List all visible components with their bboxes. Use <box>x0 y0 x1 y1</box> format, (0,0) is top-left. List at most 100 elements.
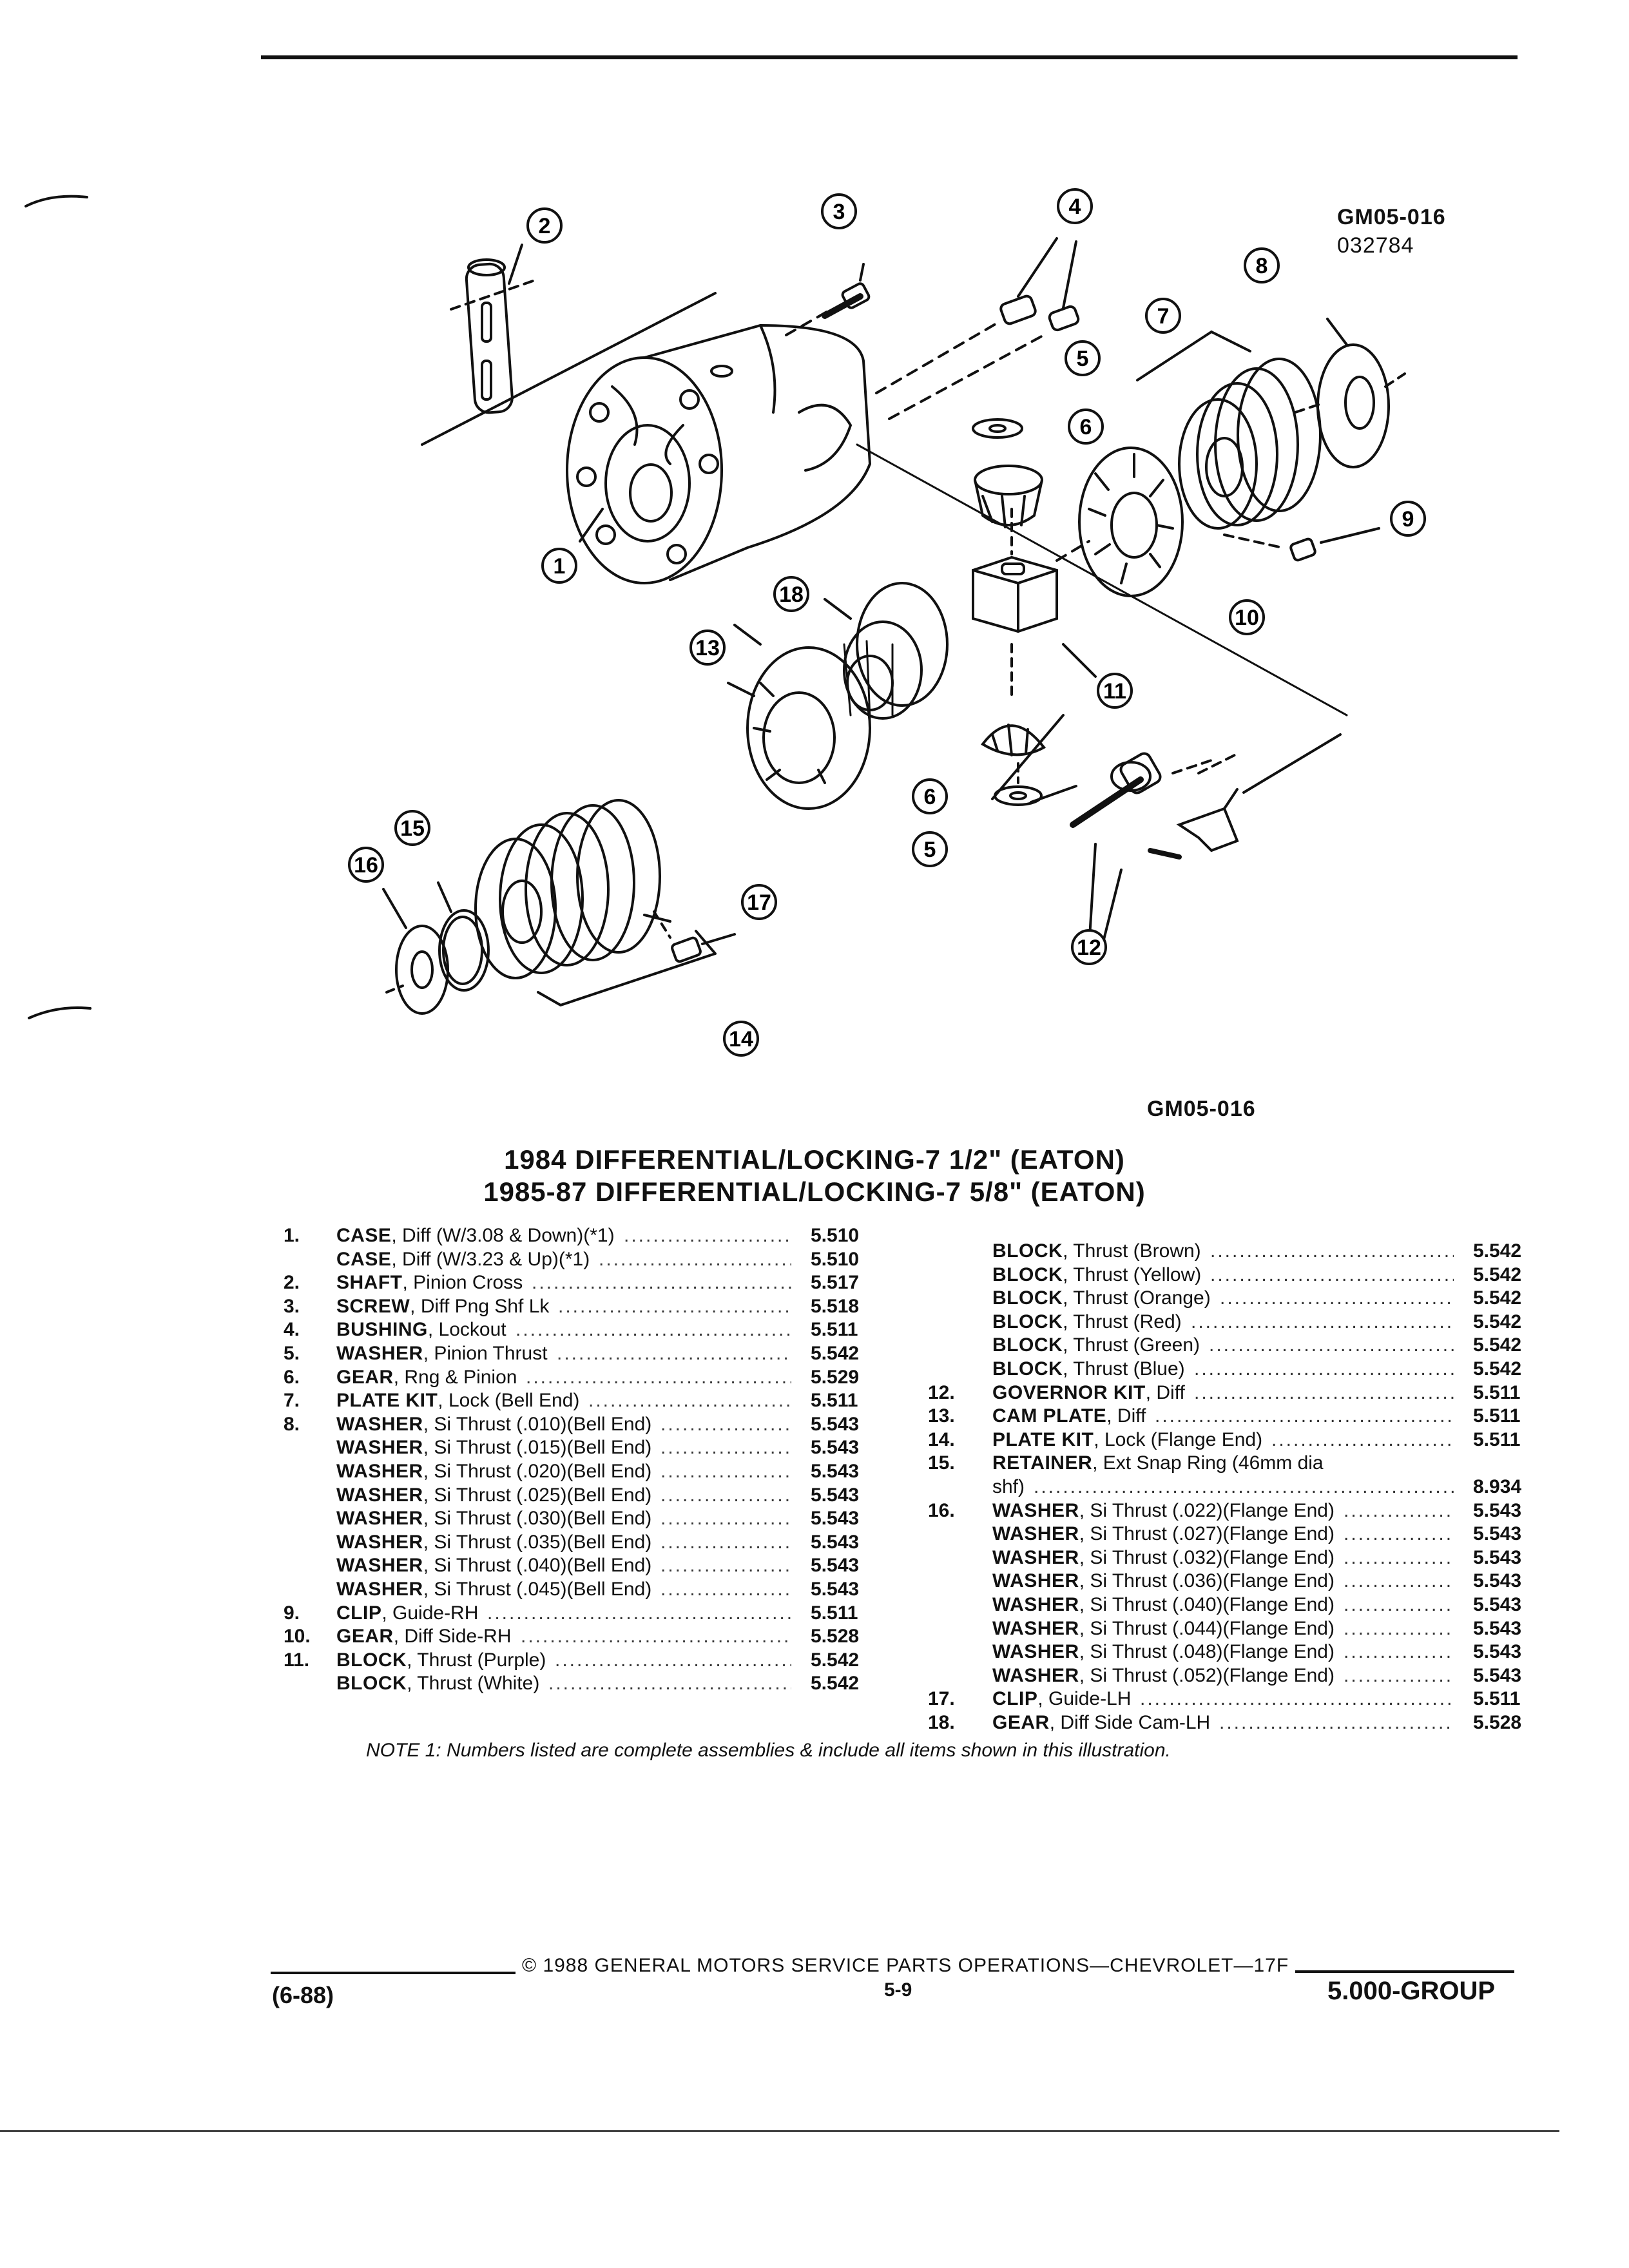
group-number: 5.510 <box>811 1225 860 1246</box>
figure-code-top: GM05-016 <box>1337 205 1446 229</box>
thrust-block <box>972 508 1097 697</box>
leader-dots: ........................................… <box>557 1342 791 1364</box>
svg-text:5: 5 <box>1077 347 1089 371</box>
group-number: 5.511 <box>1473 1405 1521 1427</box>
part-name: CASE <box>336 1248 392 1270</box>
part-number: 16. <box>928 1499 955 1521</box>
part-number: 14. <box>928 1428 955 1450</box>
part-description: WASHER, Si Thrust (.035)(Bell End) <box>336 1531 651 1555</box>
part-row: WASHER, Si Thrust (.040)(Flange End) 5.54… <box>928 1593 1547 1617</box>
part-name: BUSHING <box>336 1319 428 1341</box>
group-number: 5.511 <box>1473 1381 1521 1403</box>
svg-text:15: 15 <box>400 816 425 841</box>
footer-rule-left <box>271 1972 516 1974</box>
part-name: WASHER <box>336 1413 423 1435</box>
part-row: 8.WASHER, Si Thrust (.010)(Bell End)5.54… <box>284 1413 915 1437</box>
svg-text:10: 10 <box>1235 606 1259 630</box>
leader-dots: ........................................… <box>660 1413 791 1435</box>
svg-text:6: 6 <box>1080 415 1092 439</box>
pinion-thrust-washer-upper <box>972 418 1023 439</box>
leader-dots: ........................................… <box>1344 1499 1454 1521</box>
part-detail: , Diff (W/3.23 & Up)(*1) <box>391 1248 590 1270</box>
group-number: 5.511 <box>1473 1428 1521 1450</box>
part-number: 5. <box>284 1342 300 1364</box>
svg-text:7: 7 <box>1157 304 1170 329</box>
callout-7: 7 <box>1145 298 1181 334</box>
part-description: CAM PLATE, Diff <box>992 1405 1146 1428</box>
lock-plate-kit-flange-end <box>474 799 717 1006</box>
governor-kit <box>1070 733 1342 948</box>
part-row: 11.BLOCK, Thrust (Purple)5.542..........… <box>284 1649 915 1673</box>
part-detail: , Diff (W/3.08 & Down)(*1) <box>391 1225 615 1246</box>
part-name: WASHER <box>992 1593 1079 1615</box>
group-number: 5.543 <box>811 1484 860 1506</box>
svg-text:17: 17 <box>747 890 771 915</box>
part-row: WASHER, Si Thrust (.015)(Bell End)5.543.… <box>284 1436 915 1460</box>
group-number: 5.543 <box>811 1437 860 1459</box>
svg-text:8: 8 <box>1256 254 1268 278</box>
part-description: RETAINER, Ext Snap Ring (46mm dia <box>992 1452 1324 1475</box>
callout-6-lower: 6 <box>912 778 948 814</box>
part-detail: , Si Thrust (.045)(Bell End) <box>423 1578 652 1600</box>
part-row: 1.CASE, Diff (W/3.08 & Down)(*1)5.510...… <box>284 1224 915 1248</box>
svg-text:4: 4 <box>1069 195 1081 219</box>
part-name: BLOCK <box>992 1287 1063 1309</box>
group-number: 5.542 <box>1473 1287 1522 1309</box>
pinion-cross-shaft <box>450 258 536 414</box>
part-number: 10. <box>284 1626 311 1648</box>
callout-15: 15 <box>394 810 430 846</box>
part-detail: , Si Thrust (.035)(Bell End) <box>423 1531 652 1553</box>
callout-6-upper: 6 <box>1068 408 1104 445</box>
part-name: BLOCK <box>992 1334 1063 1356</box>
leader-dots: ........................................… <box>1344 1617 1454 1639</box>
figure-code-bottom: GM05-016 <box>1147 1097 1256 1121</box>
part-name: CAM PLATE <box>992 1405 1107 1427</box>
part-number: 13. <box>928 1405 955 1427</box>
part-name: WASHER <box>336 1508 423 1530</box>
svg-text:14: 14 <box>729 1027 753 1052</box>
callout-16: 16 <box>348 847 384 883</box>
callout-18: 18 <box>773 576 809 612</box>
part-description: PLATE KIT, Lock (Bell End) <box>336 1389 579 1413</box>
figure-date-code: 032784 <box>1337 233 1414 258</box>
part-description: WASHER, Si Thrust (.040)(Flange End) <box>992 1593 1335 1617</box>
part-name: WASHER <box>336 1531 423 1553</box>
callout-10: 10 <box>1229 599 1265 635</box>
part-row: WASHER, Si Thrust (.025)(Bell End)5.543.… <box>284 1484 915 1508</box>
callout-14: 14 <box>723 1021 759 1057</box>
group-number: 5.543 <box>1473 1617 1522 1639</box>
leader-dots: ........................................… <box>588 1390 791 1412</box>
group-number: 5.542 <box>1473 1264 1522 1285</box>
part-detail: , Thrust (Blue) <box>1063 1358 1185 1379</box>
leader-dots: ........................................… <box>624 1225 791 1246</box>
group-number: 5.543 <box>1473 1593 1522 1615</box>
part-description: CLIP, Guide-RH <box>336 1602 478 1626</box>
callout-2: 2 <box>526 207 563 244</box>
diff-side-gear-rh <box>1055 447 1184 597</box>
group-number: 5.543 <box>811 1508 860 1530</box>
part-name: CLIP <box>992 1688 1038 1710</box>
lock-plate-kit-bell-end <box>1136 331 1325 530</box>
part-description: BLOCK, Thrust (Purple) <box>336 1649 546 1673</box>
leader-dots: ........................................… <box>548 1673 791 1695</box>
callout-8: 8 <box>1244 247 1280 284</box>
part-name: CASE <box>336 1225 392 1246</box>
svg-text:18: 18 <box>779 582 804 607</box>
part-description: shf) <box>992 1475 1025 1499</box>
part-detail: , Diff Side Cam-LH <box>1049 1711 1211 1733</box>
part-description: WASHER, Si Thrust (.020)(Bell End) <box>336 1460 651 1484</box>
part-detail: , Si Thrust (.022)(Flange End) <box>1079 1499 1335 1521</box>
group-number: 5.542 <box>1473 1358 1522 1379</box>
part-row: WASHER, Si Thrust (.045)(Bell End)5.543.… <box>284 1578 915 1602</box>
leader-dots: ........................................… <box>660 1460 791 1482</box>
part-name: WASHER <box>336 1460 423 1482</box>
part-detail: , Si Thrust (.048)(Flange End) <box>1079 1641 1335 1663</box>
callout-17: 17 <box>741 884 777 920</box>
leader-dots: ........................................… <box>521 1626 791 1648</box>
group-number: 5.528 <box>811 1626 860 1648</box>
part-detail: , Si Thrust (.032)(Flange End) <box>1079 1546 1335 1568</box>
part-name: GEAR <box>992 1711 1050 1733</box>
